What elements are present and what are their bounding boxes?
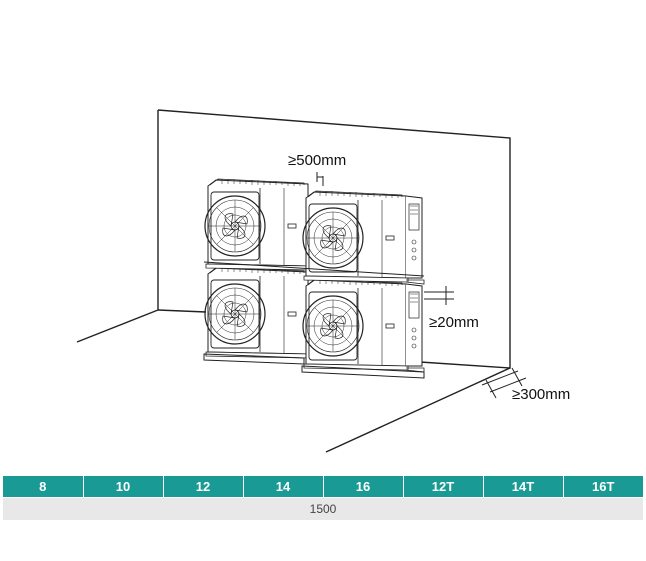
spec-table: 8 10 12 14 16 12T 14T 16T 1500 — [3, 476, 643, 520]
model-header-8: 8 — [3, 476, 84, 498]
outdoor-unit-top-right — [303, 191, 424, 284]
model-header-14t: 14T — [483, 476, 564, 498]
model-header-12: 12 — [163, 476, 244, 498]
model-header-14: 14 — [243, 476, 324, 498]
top-clearance-label: ≥500mm — [288, 152, 346, 169]
spec-table-value-row: 1500 — [3, 497, 643, 520]
model-header-16: 16 — [323, 476, 404, 498]
model-header-16t: 16T — [563, 476, 643, 498]
side-gap-marker — [424, 286, 454, 305]
front-clearance-marker — [481, 367, 527, 399]
outdoor-unit-bottom-right — [303, 279, 424, 372]
top-clearance-marker — [316, 172, 324, 186]
clearance-value: 1500 — [3, 497, 643, 520]
outdoor-unit-top-left — [205, 179, 310, 270]
wall-outline — [76, 109, 511, 453]
front-clearance-label: ≥300mm — [512, 386, 570, 403]
model-header-12t: 12T — [403, 476, 484, 498]
model-header-10: 10 — [83, 476, 164, 498]
spec-table-header-row: 8 10 12 14 16 12T 14T 16T — [3, 476, 643, 498]
mounting-frame — [203, 261, 425, 379]
outdoor-unit-bottom-left — [205, 267, 310, 358]
side-gap-label: ≥20mm — [429, 314, 479, 331]
installation-clearance-drawing: ≥500mm ≥20mm ≥300mm — [76, 109, 570, 453]
